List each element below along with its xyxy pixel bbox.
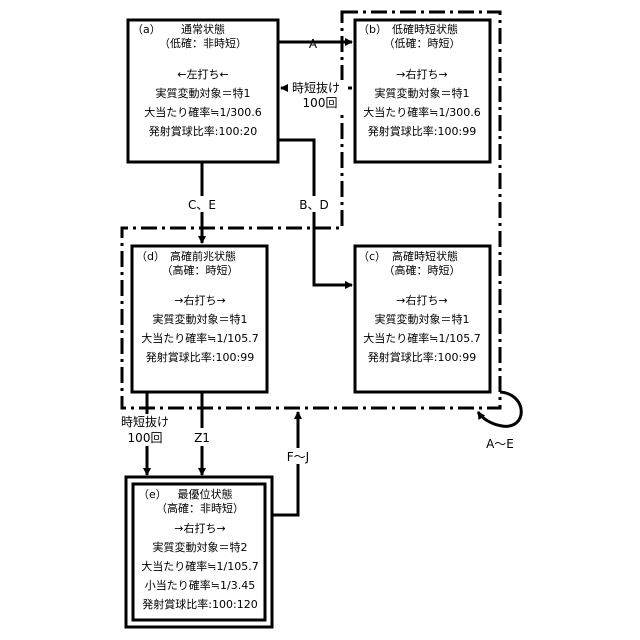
state-b-line-2: 大当たり確率≒1/300.6: [363, 105, 480, 119]
edge-label-a-to-b: A: [309, 37, 318, 51]
state-e-line-3: 小当たり確率≒1/3.45: [145, 578, 255, 592]
state-c-line-1: 実質変動対象＝特1: [375, 312, 470, 326]
edge-label-a-to-d: C、E: [188, 198, 216, 212]
edge-label-d-to-e-left-2: 100回: [128, 431, 163, 445]
state-d-line-2: 大当たり確率≒1/105.7: [141, 331, 258, 345]
state-a-line-1: 実質変動対象＝特1: [156, 86, 251, 100]
state-a-name: 通常状態: [181, 22, 225, 36]
edge-label-b-to-a-2: 100回: [303, 96, 338, 110]
state-c-line-0: →右打ち→: [396, 293, 447, 307]
state-b-name: 低確時短状態: [392, 22, 458, 36]
state-b-line-0: →右打ち→: [396, 67, 447, 81]
edge-label-d-to-e-right: Z1: [194, 431, 210, 445]
state-e-line-0: →右打ち→: [174, 521, 225, 535]
state-b-id: （b）: [358, 23, 387, 36]
state-c-line-3: 発射賞球比率:100:99: [368, 350, 476, 364]
edge-label-d-to-e-left-1: 時短抜け: [121, 415, 169, 429]
state-b: （b） 低確時短状態 （低確：時短） →右打ち→ 実質変動対象＝特1 大当たり確…: [355, 20, 490, 162]
state-b-sub: （低確：時短）: [384, 36, 461, 50]
state-b-line-3: 発射賞球比率:100:99: [368, 124, 476, 138]
state-a-sub: （低確：非時短）: [159, 36, 247, 50]
state-c-id: （c）: [358, 250, 386, 263]
edge-label-e-to-group: F～J: [287, 450, 309, 464]
state-d-line-0: →右打ち→: [174, 293, 225, 307]
state-a-line-0: ←左打ち←: [177, 67, 228, 81]
state-c-line-2: 大当たり確率≒1/105.7: [363, 331, 480, 345]
state-a: （a） 通常状態 （低確：非時短） ←左打ち← 実質変動対象＝特1 大当たり確率…: [128, 20, 278, 162]
edge-label-b-to-a-1: 時短抜け: [292, 81, 340, 95]
state-e-line-1: 実質変動対象＝特2: [153, 540, 248, 554]
state-e: （e） 最優位状態 （高確：非時短） →右打ち→ 実質変動対象＝特2 大当たり確…: [126, 477, 272, 627]
state-d-line-1: 実質変動対象＝特1: [153, 312, 248, 326]
edge-label-group-self-loop: A～E: [486, 437, 514, 451]
state-e-line-2: 大当たり確率≒1/105.7: [141, 559, 258, 573]
state-d: （d） 高確前兆状態 （高確：時短） →右打ち→ 実質変動対象＝特1 大当たり確…: [132, 246, 267, 392]
state-e-line-4: 発射賞球比率:100:120: [142, 597, 257, 611]
state-c-name: 高確時短状態: [392, 249, 458, 263]
state-d-sub: （高確：時短）: [162, 263, 239, 277]
state-d-line-3: 発射賞球比率:100:99: [146, 350, 254, 364]
state-d-name: 高確前兆状態: [170, 249, 236, 263]
state-b-line-1: 実質変動対象＝特1: [375, 86, 470, 100]
state-e-id: （e）: [138, 488, 167, 501]
state-c-sub: （高確：時短）: [384, 263, 461, 277]
state-c: （c） 高確時短状態 （高確：時短） →右打ち→ 実質変動対象＝特1 大当たり確…: [355, 246, 490, 392]
edge-label-a-to-c: B、D: [299, 198, 328, 212]
state-e-sub: （高確：非時短）: [156, 501, 244, 515]
state-a-line-2: 大当たり確率≒1/300.6: [144, 105, 261, 119]
state-d-id: （d）: [136, 250, 165, 263]
state-e-name: 最優位状態: [178, 487, 233, 501]
state-a-id: （a）: [132, 23, 161, 36]
state-a-line-3: 発射賞球比率:100:20: [149, 124, 257, 138]
